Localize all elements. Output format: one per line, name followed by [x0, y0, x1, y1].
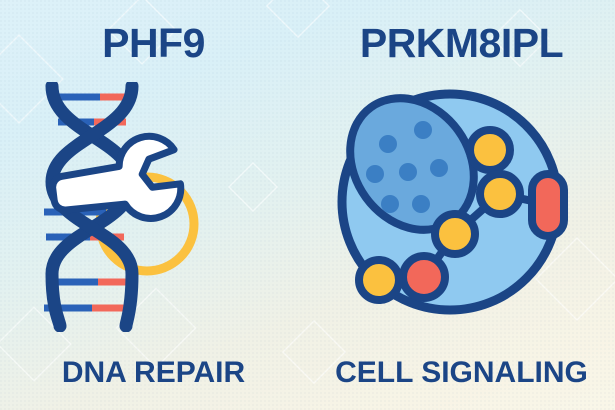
- cell-signaling-icon: [308, 82, 615, 332]
- gene-card-phf9: PHF9: [0, 0, 307, 410]
- kinase-node-3: [430, 210, 479, 258]
- function-label-cell-signaling: CELL SIGNALING: [335, 356, 588, 389]
- gene-title-prkm8ipl: PRKM8IPL: [359, 20, 564, 66]
- dna-strand-a: [44, 82, 139, 332]
- wrench-icon: [48, 132, 184, 222]
- effector-node: [398, 252, 449, 302]
- kinase-node-2: [475, 170, 524, 218]
- kinase-node-4: [354, 256, 403, 304]
- gene-card-prkm8ipl: PRKM8IPL: [308, 0, 615, 410]
- dna-double-helix: [43, 82, 139, 332]
- gene-title-phf9: PHF9: [102, 20, 205, 66]
- dna-helix-with-wrench-icon: [0, 82, 307, 332]
- chromatin-dots: [365, 121, 448, 213]
- kinase-node-1: [465, 126, 514, 174]
- signaling-cascade-nodes: [354, 126, 524, 304]
- dna-strand-b: [44, 82, 139, 332]
- membrane-receptor: [527, 170, 568, 240]
- function-label-dna-repair: DNA REPAIR: [61, 356, 246, 389]
